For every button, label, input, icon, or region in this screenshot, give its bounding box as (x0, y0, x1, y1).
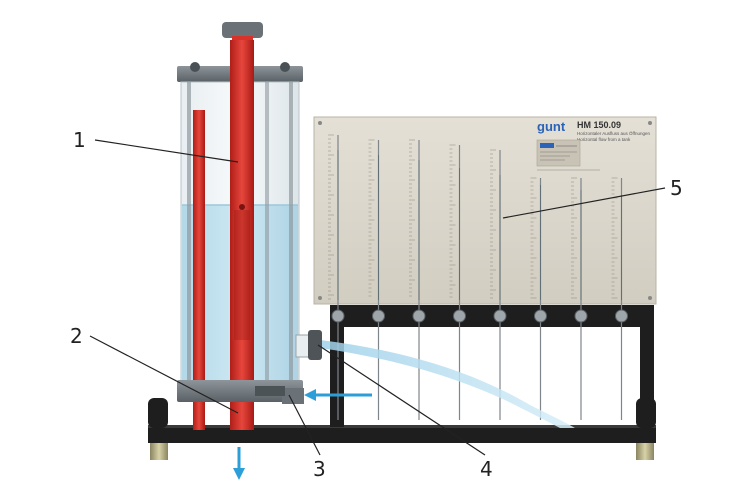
manometer-scales (328, 134, 618, 300)
panel-model-title: HM 150.09 (577, 120, 621, 130)
level-rod (230, 40, 254, 430)
manometer-tubes (331, 135, 628, 420)
outlet-nozzle-knob (308, 330, 322, 360)
water-jet (320, 340, 575, 428)
leader-5 (502, 187, 666, 219)
right-foot (636, 443, 654, 460)
inner-rod-mid (265, 82, 269, 382)
scale-5 (490, 149, 496, 299)
callout-5: 5 (670, 176, 683, 200)
tube-port-6 (534, 309, 547, 323)
callout-2: 2 (70, 324, 83, 348)
panel-subtitle-de: Horizontaler Ausfluss aus Öffnungen (577, 130, 650, 136)
left-foot (150, 443, 168, 460)
scale-2 (368, 139, 375, 297)
panel-screw-bl (318, 296, 322, 300)
callout-4: 4 (480, 457, 493, 481)
tube-port-8 (615, 309, 628, 323)
scale-3 (409, 139, 415, 297)
callout-3: 3 (313, 457, 326, 481)
leader-2 (89, 335, 239, 414)
tie-rod-right (289, 82, 293, 382)
tube-port-1 (331, 309, 345, 323)
panel-screw-tl (318, 121, 322, 125)
scale-8 (611, 177, 618, 299)
tie-rod-left (187, 82, 191, 382)
base-rail (148, 425, 656, 443)
inlet-fitting (282, 388, 304, 404)
top-knob (222, 22, 263, 38)
panel-screw-br (648, 296, 652, 300)
callout-1: 1 (73, 128, 86, 152)
panel-board (313, 116, 657, 305)
base-rail-highlight (148, 425, 656, 428)
tube-port-7 (574, 309, 588, 323)
manometer-panel: gunt HM 150.09 Horizontaler Ausfluss aus… (313, 116, 657, 420)
tube-port-5 (493, 309, 507, 323)
callout-leaders (89, 139, 666, 456)
scale-1 (328, 134, 334, 300)
water-tank (177, 22, 322, 430)
outlet-nozzle-body (295, 334, 311, 358)
tube-port-2 (372, 309, 385, 323)
leader-4 (317, 344, 486, 456)
panel-frame-crossbar (330, 305, 654, 327)
inflow-arrow (304, 389, 372, 401)
tube-port-3 (412, 309, 426, 323)
left-foot-post (148, 398, 168, 428)
scale-7 (571, 177, 577, 299)
overflow-pipe (193, 110, 205, 430)
leader-1 (94, 139, 239, 163)
panel-subtitle-en: Horizontal flow from a tank (577, 137, 631, 142)
bottom-flange (177, 380, 303, 402)
panel-frame-right-post (640, 305, 654, 427)
tube-port-4 (453, 309, 466, 323)
panel-brand-logo: gunt (537, 119, 566, 134)
scale-6 (530, 177, 537, 299)
scale-4 (449, 144, 456, 298)
drain-arrow (233, 447, 245, 480)
type-plate (536, 139, 581, 167)
panel-screw-tr (648, 121, 652, 125)
leader-3 (288, 394, 321, 456)
